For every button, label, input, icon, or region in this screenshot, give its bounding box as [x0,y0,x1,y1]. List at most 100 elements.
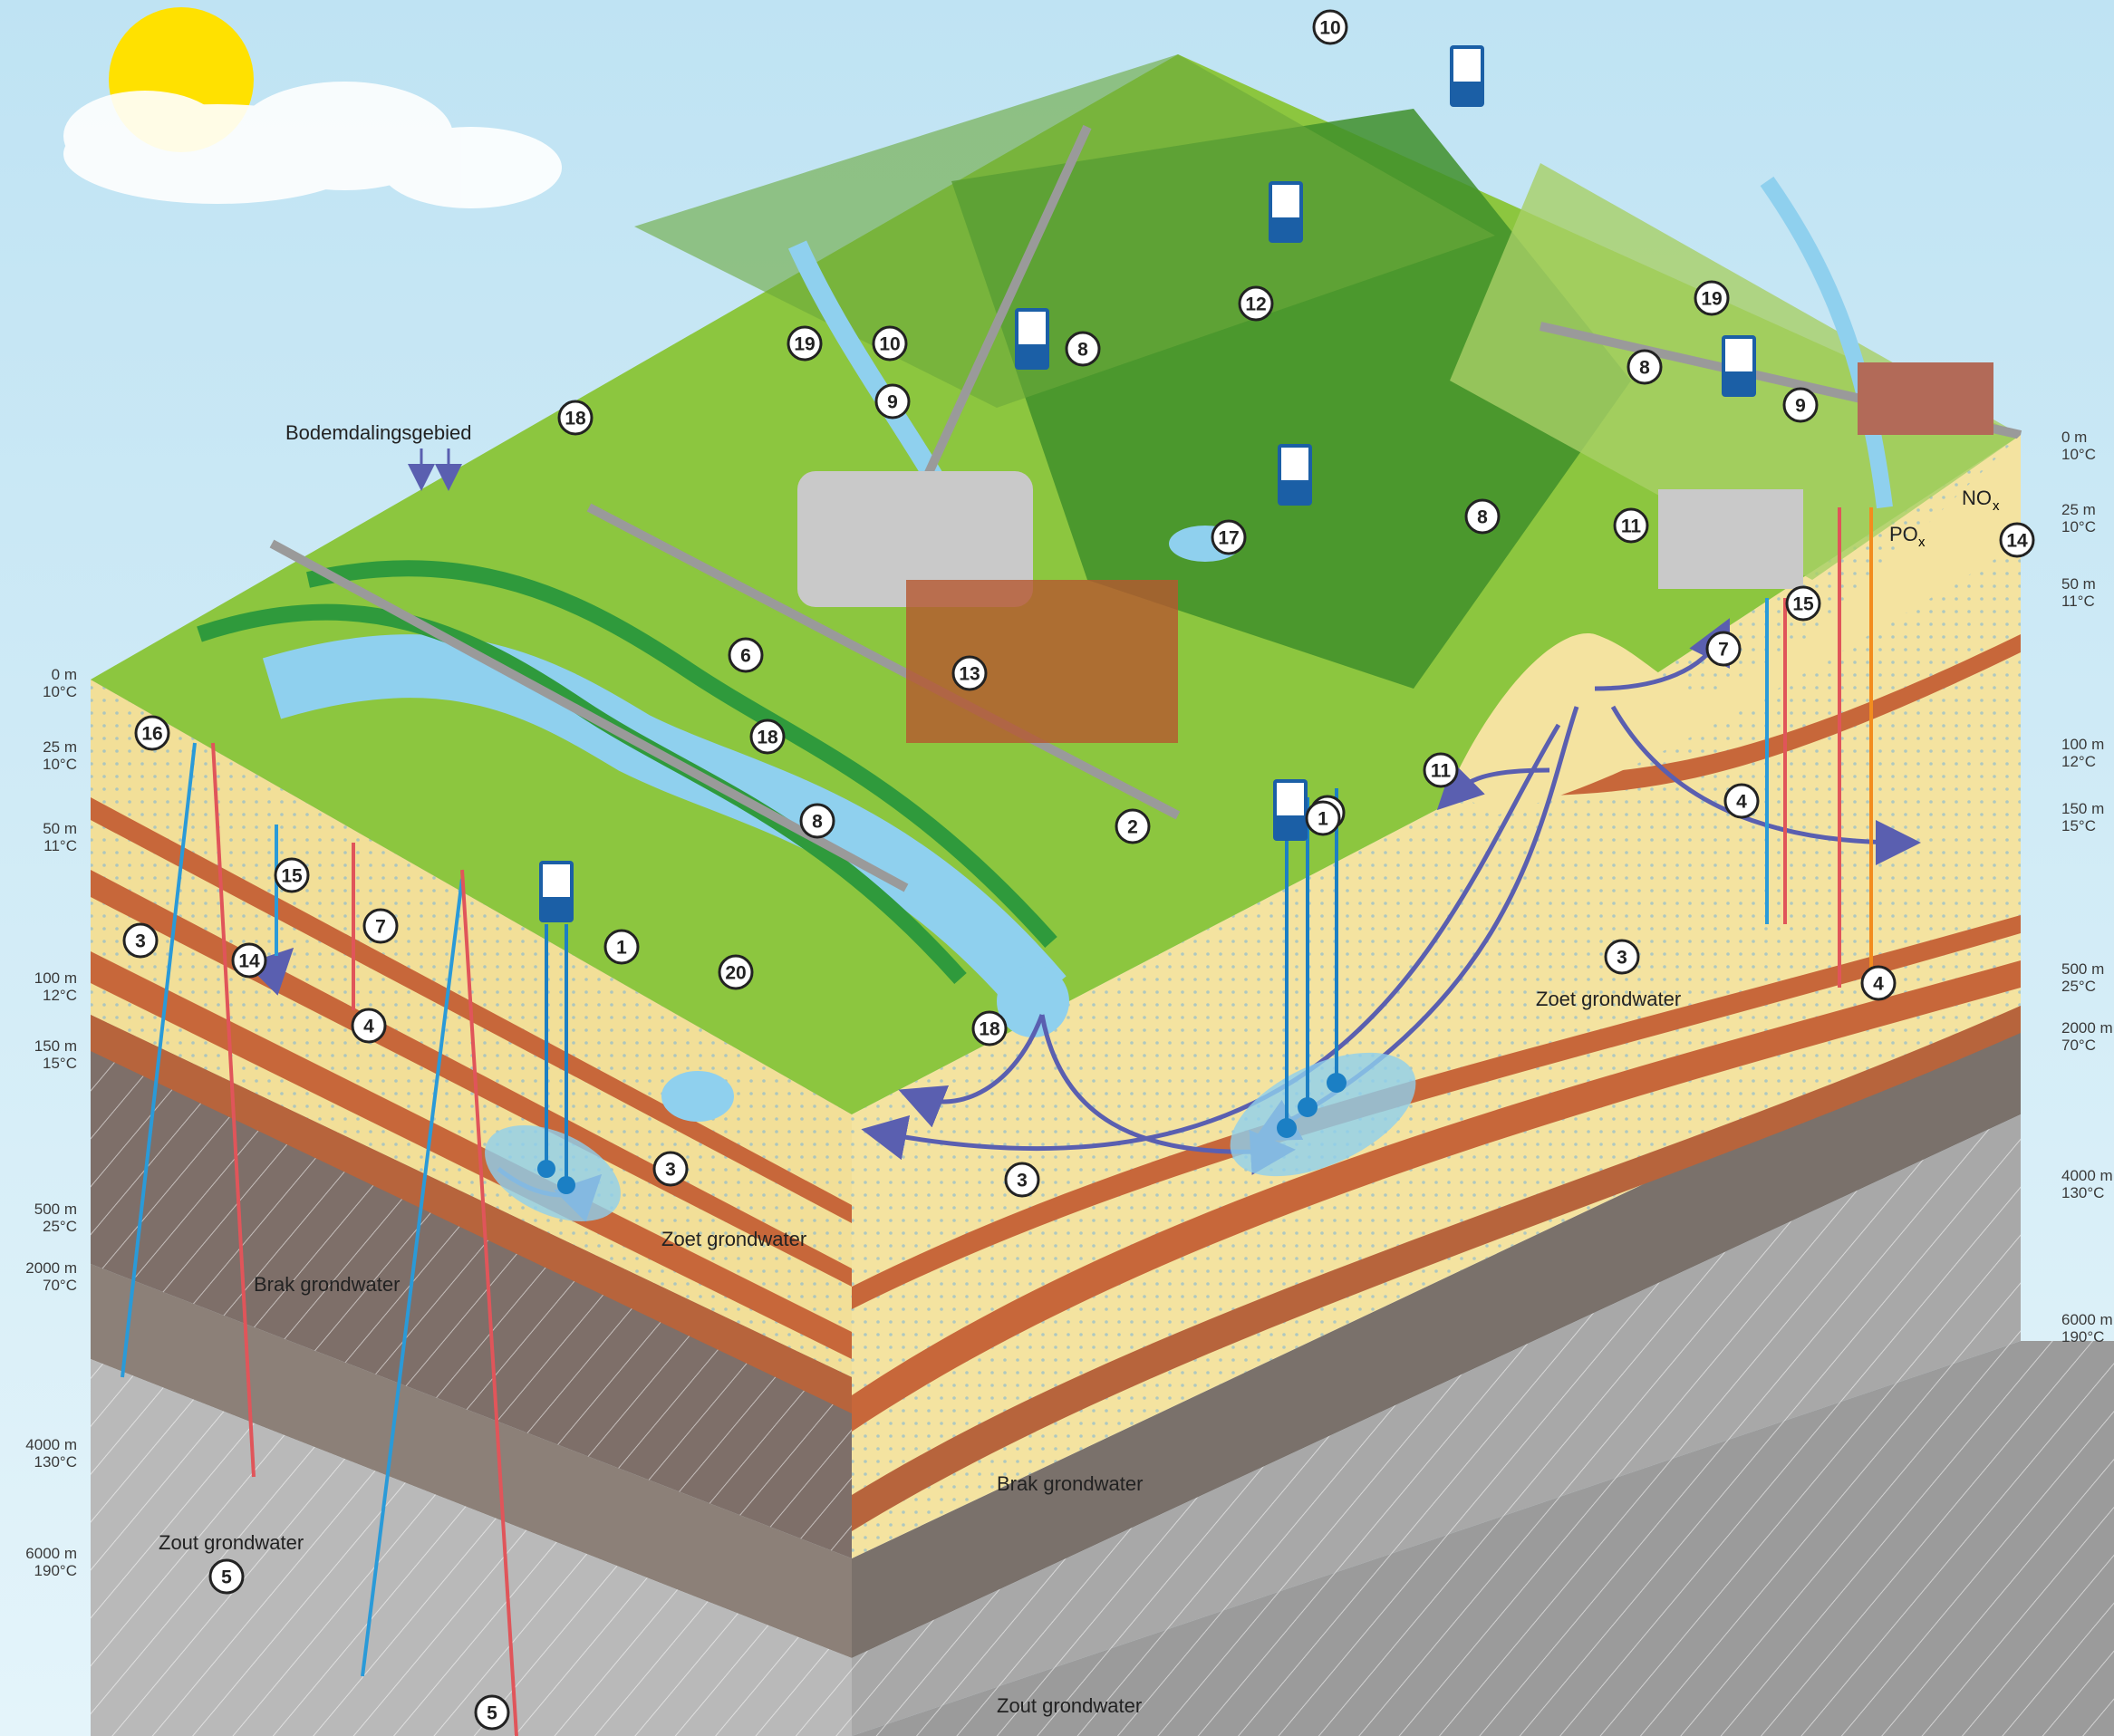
svg-text:18: 18 [565,409,586,429]
svg-text:17: 17 [1218,528,1239,549]
number-marker: 10 [1312,9,1348,45]
numbered-markers: 1112333344455677888899101011111213141415… [122,9,2035,1731]
svg-text:NO: NO [1962,487,1992,509]
deep-rock-left [91,1264,852,1736]
depth-label: 0 m [52,666,77,683]
number-marker: 18 [971,1010,1008,1046]
svg-text:10: 10 [1319,18,1340,39]
number-marker: 8 [1065,331,1101,367]
number-marker: 9 [1782,387,1819,423]
number-marker: 4 [351,1008,387,1044]
number-marker: 16 [134,715,170,751]
landscape-surface [91,54,2022,1122]
svg-text:3: 3 [665,1160,676,1181]
svg-text:7: 7 [1718,640,1729,661]
depth-label: 500 m [2061,960,2104,978]
svg-text:18: 18 [979,1019,1000,1040]
number-marker: 8 [1627,349,1663,385]
number-marker: 19 [787,325,823,362]
depth-label: 50 m [43,820,77,837]
temperature-label: 12°C [43,987,77,1004]
svg-text:11: 11 [1431,761,1452,782]
svg-text:19: 19 [794,334,815,355]
number-marker: 5 [474,1694,510,1731]
depth-label: 500 m [34,1201,77,1218]
number-marker: 15 [274,857,310,893]
temperature-label: 11°C [43,837,77,854]
svg-text:11: 11 [1621,516,1642,537]
temperature-label: 10°C [43,756,77,773]
svg-text:4: 4 [363,1017,374,1037]
depth-label: 150 m [34,1037,77,1055]
svg-text:1: 1 [616,938,627,959]
depth-label: 0 m [2061,429,2087,446]
number-marker: 17 [1211,519,1247,555]
number-marker: 11 [1423,752,1459,788]
aquifer-lens-right [1230,1052,1416,1177]
svg-text:14: 14 [2006,531,2028,552]
number-marker: 3 [1004,1162,1040,1198]
svg-text:19: 19 [1701,289,1722,310]
svg-text:x: x [1993,498,2000,514]
number-marker: 15 [1785,585,1821,622]
svg-text:4: 4 [1873,974,1884,995]
brackish-groundwater-label-bottom: Brak grondwater [997,1472,1143,1495]
svg-text:3: 3 [1617,948,1627,969]
svg-text:18: 18 [757,728,778,748]
number-marker: 4 [1723,783,1760,819]
svg-text:3: 3 [1017,1171,1028,1191]
svg-text:16: 16 [141,724,162,745]
temperature-label: 10°C [2061,446,2096,463]
svg-text:3: 3 [135,931,146,952]
nitrate-label: NO x [1962,487,2000,514]
svg-text:6: 6 [740,646,751,667]
temperature-label: 130°C [2061,1184,2104,1201]
number-marker: 20 [718,954,754,990]
number-marker: 1 [603,929,640,965]
temperature-label: 10°C [43,683,77,700]
svg-text:15: 15 [1792,594,1814,615]
brackish-groundwater-label-left: Brak grondwater [254,1273,400,1296]
temperature-label: 190°C [2061,1328,2104,1345]
svg-text:5: 5 [487,1703,497,1724]
svg-text:13: 13 [959,664,980,685]
temperature-label: 11°C [2061,593,2095,610]
number-marker: 8 [1464,498,1501,535]
wells [121,507,1873,1736]
number-marker: 13 [951,655,988,691]
svg-text:7: 7 [375,917,386,938]
number-marker: 1 [1305,800,1341,836]
svg-text:9: 9 [1795,396,1806,417]
number-marker: 7 [1705,631,1742,667]
number-marker: 18 [749,719,786,755]
depth-label: 2000 m [25,1259,77,1277]
number-marker: 12 [1238,285,1274,322]
number-marker: 3 [1604,939,1640,975]
depth-label: 4000 m [2061,1167,2113,1184]
fresh-groundwater-label-right: Zoet grondwater [1536,988,1681,1010]
cloud-icon [63,82,562,208]
temperature-label: 12°C [2061,753,2096,770]
depth-label: 6000 m [25,1545,77,1562]
number-marker: 8 [799,803,835,839]
temperature-label: 25°C [2061,978,2096,995]
depth-label: 50 m [2061,575,2096,593]
depth-label: 6000 m [2061,1311,2113,1328]
deep-rock-right [852,1006,2114,1736]
depth-label: 25 m [43,738,77,756]
number-marker: 9 [874,383,911,420]
temperature-label: 130°C [34,1453,77,1471]
depth-label: 100 m [34,969,77,987]
svg-text:15: 15 [281,866,303,887]
phosphate-label: PO x [1889,523,1926,550]
number-marker: 11 [1613,507,1649,544]
temperature-label: 70°C [43,1277,77,1294]
sand-dome [1450,435,2021,815]
number-marker: 4 [1860,965,1897,1001]
number-marker: 2 [1115,808,1151,844]
salt-groundwater-label-left: Zout grondwater [159,1531,304,1554]
temperature-label: 25°C [43,1218,77,1235]
